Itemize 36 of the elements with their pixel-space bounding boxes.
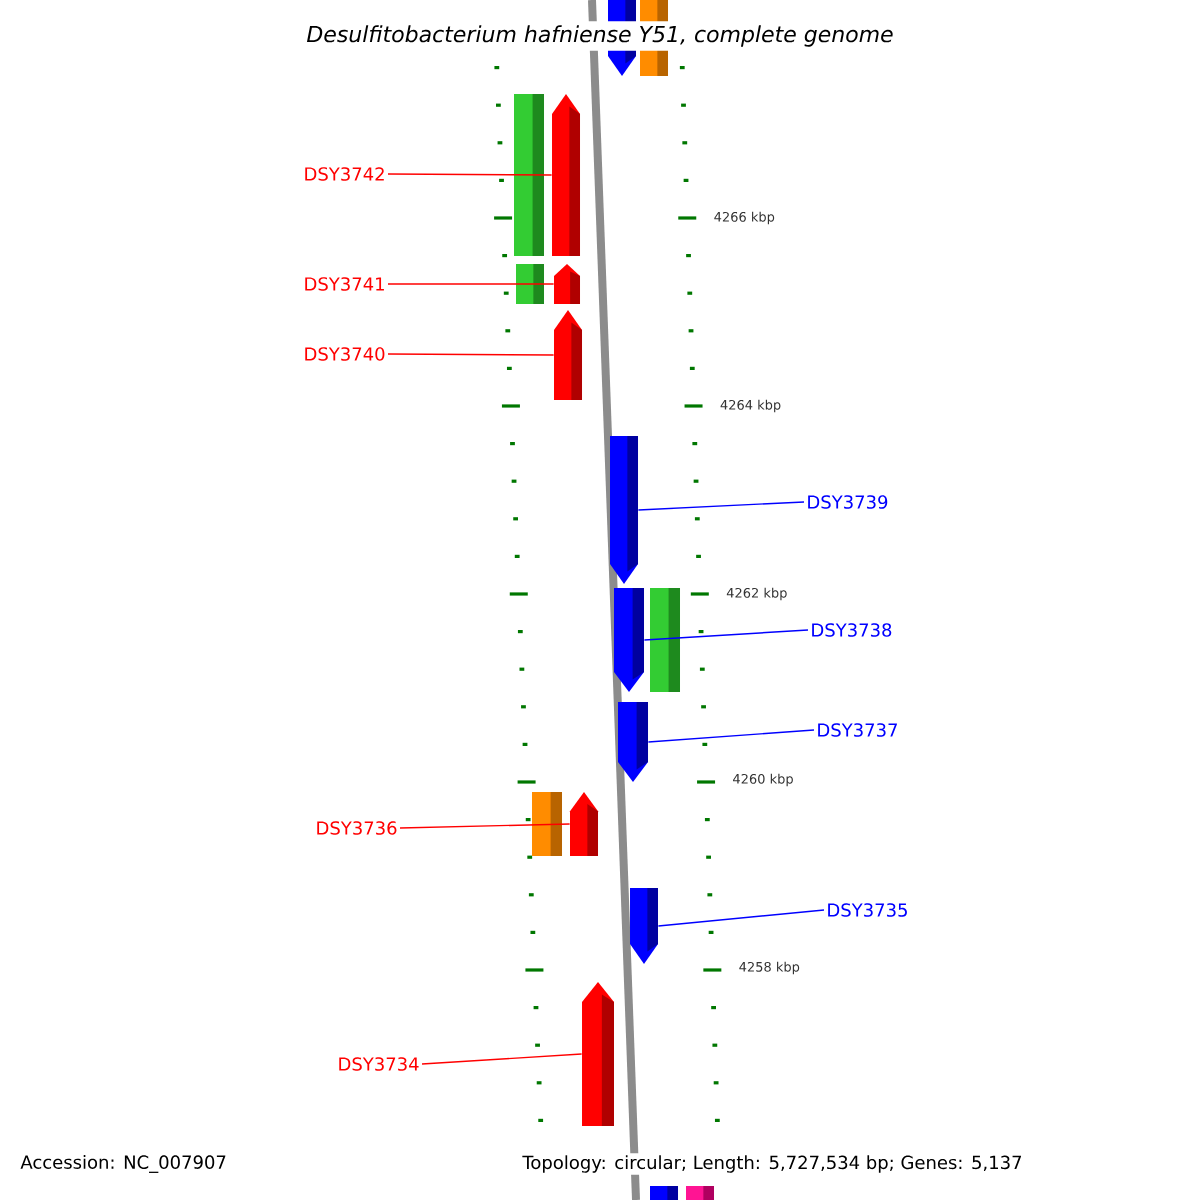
- leader-line: [657, 909, 825, 927]
- gene-block: [552, 94, 580, 256]
- leader-line: [637, 501, 805, 511]
- footer-text: Topology: circular; Length: 5,727,534 bp; Genes: 5,137: [520, 1153, 1025, 1175]
- leader-line: [387, 283, 555, 285]
- footer-text: Accession: NC_007907: [20, 1155, 226, 1173]
- gene-block: [582, 982, 614, 1126]
- leader-line: [643, 629, 809, 641]
- gene-block: [650, 1186, 678, 1200]
- gene-block: [554, 310, 582, 400]
- leader-line: [421, 1053, 583, 1065]
- gene-block: [650, 588, 680, 692]
- gene-block: [618, 702, 648, 782]
- gene-label: DSY3737: [818, 723, 897, 737]
- gene-block: [610, 436, 638, 584]
- gene-block: [516, 264, 544, 304]
- gene-block: [614, 588, 644, 692]
- gene-label: DSY3741: [305, 277, 384, 291]
- gene-label: DSY3739: [808, 495, 888, 509]
- gene-block: [554, 264, 580, 304]
- title: Desulfitobacterium hafniense Y51, complete genome: [302, 21, 898, 51]
- gene-label: DSY3736: [317, 821, 397, 835]
- leader-line: [387, 173, 553, 176]
- gene-label: DSY3734: [339, 1057, 419, 1071]
- leader-line: [399, 823, 571, 829]
- gene-block: [514, 94, 544, 256]
- gene-label: DSY3738: [812, 623, 892, 637]
- gene-block: [570, 792, 598, 856]
- gene-label: DSY3735: [828, 903, 907, 917]
- leader-line: [647, 729, 815, 743]
- gene-block: [630, 888, 658, 964]
- gene-block: [686, 1186, 714, 1200]
- gene-label: DSY3740: [305, 347, 385, 361]
- gene-block: [532, 792, 562, 856]
- gene-label: DSY3742: [305, 167, 384, 181]
- leader-line: [387, 353, 555, 356]
